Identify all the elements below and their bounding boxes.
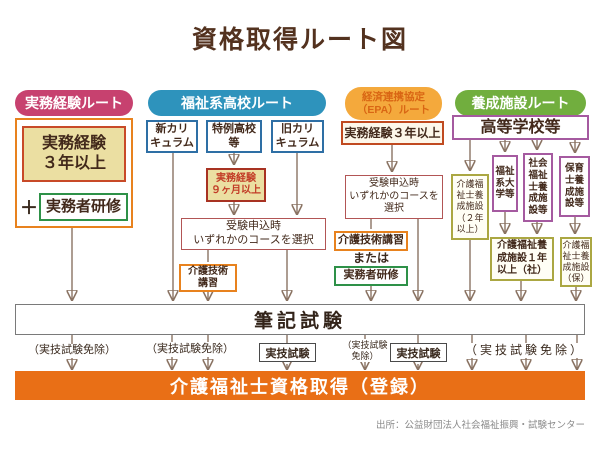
- qualification-obtained-bar: 介護福祉士資格取得（登録）: [15, 371, 585, 400]
- diagram-title: 資格取得ルート図: [191, 26, 408, 54]
- exempt-label-practical: （実技試験免除）: [16, 344, 128, 357]
- welfare-course-select-box: 受験申込時 いずれかのコースを選択: [181, 218, 326, 250]
- worker-training-box: 実務者研修: [38, 192, 128, 222]
- practical-exam-box-2: 実技試験: [390, 343, 447, 362]
- experience-9months-box: 実務経験 ９ヶ月以上: [206, 168, 266, 202]
- worker-training-box-epa: 実務者研修: [334, 266, 408, 286]
- care-facility-2years-box: 介護福 祉士養 成施設 （２年 以上）: [451, 174, 489, 240]
- plus-sign: ＋: [19, 198, 38, 218]
- route-header-training-facility: 養成施設ルート: [455, 90, 586, 116]
- practical-exam-box-1: 実技試験: [259, 343, 316, 362]
- source-credit: 出所：公益財団法人社会福祉振興・試験センター: [375, 420, 585, 431]
- old-curriculum-box: 旧カリ キュラム: [271, 120, 324, 153]
- care-skill-course-box-welfare: 介護技術 講習: [179, 264, 237, 292]
- exempt-label-epa: （実技試験 免除）: [334, 339, 396, 362]
- exempt-label-welfare: （実技試験免除）: [134, 343, 246, 356]
- care-facility-ho-box: 介護福 祉士養 成施設 （保）: [560, 237, 592, 287]
- special-highschool-box: 特例高校 等: [206, 120, 262, 153]
- worker-training-row: ＋ 実務者研修: [15, 190, 133, 224]
- epa-experience-3y-box: 実務経験３年以上: [341, 121, 444, 145]
- welfare-university-box: 福祉 系大 学等: [492, 155, 518, 212]
- route-header-welfare-highschool: 福祉系高校ルート: [148, 90, 326, 116]
- practical-experience-3y-box: 実務経験 ３年以上: [22, 126, 126, 182]
- route-header-practical-experience: 実務経験ルート: [15, 90, 133, 116]
- or-label: または: [352, 250, 389, 265]
- social-worker-facility-box: 社会 福祉 士養 成施 設等: [523, 153, 553, 222]
- high-school-box: 高等学校等: [452, 115, 589, 140]
- new-curriculum-box: 新カリ キュラム: [146, 120, 198, 153]
- route-header-epa: 経済連携協定 （EPA）ルート: [345, 87, 442, 120]
- exempt-label-facility: （実技試験免除）: [460, 343, 590, 358]
- childcare-facility-box: 保育 士養 成施 設等: [559, 156, 590, 217]
- care-skill-course-box-epa: 介護技術講習: [334, 231, 408, 251]
- epa-course-select-box: 受験申込時 いずれかのコースを 選択: [345, 175, 443, 219]
- care-facility-1year-sha-box: 介護福祉養 成施設１年 以上（社）: [490, 237, 554, 281]
- written-exam-box: 筆記試験: [15, 304, 585, 335]
